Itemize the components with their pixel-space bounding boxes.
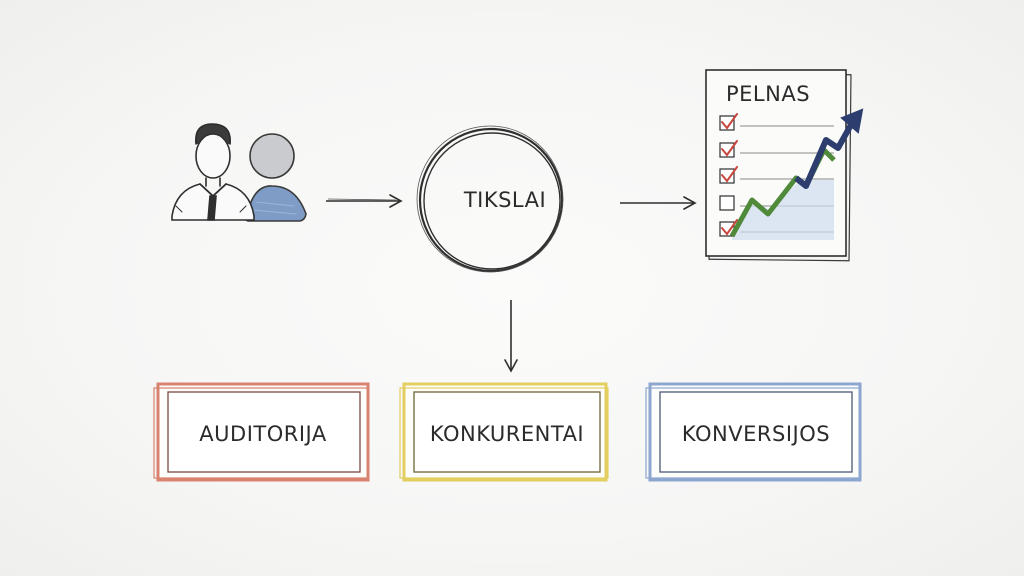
audience-box-label: AUDITORIJA	[199, 422, 327, 446]
report-chart-icon	[705, 69, 864, 262]
conversions-box-label: KONVERSIJOS	[681, 422, 831, 446]
competitors-box-label: KONKURENTAI	[429, 422, 585, 446]
conversions-box-frame	[645, 382, 862, 482]
goals-label: TIKSLAI	[463, 188, 547, 212]
people-icon	[171, 123, 307, 222]
audience-box-frame	[153, 382, 370, 482]
competitors-box-frame	[399, 382, 609, 482]
goal-circle	[416, 125, 564, 273]
profit-report-title: PELNAS	[726, 82, 811, 106]
